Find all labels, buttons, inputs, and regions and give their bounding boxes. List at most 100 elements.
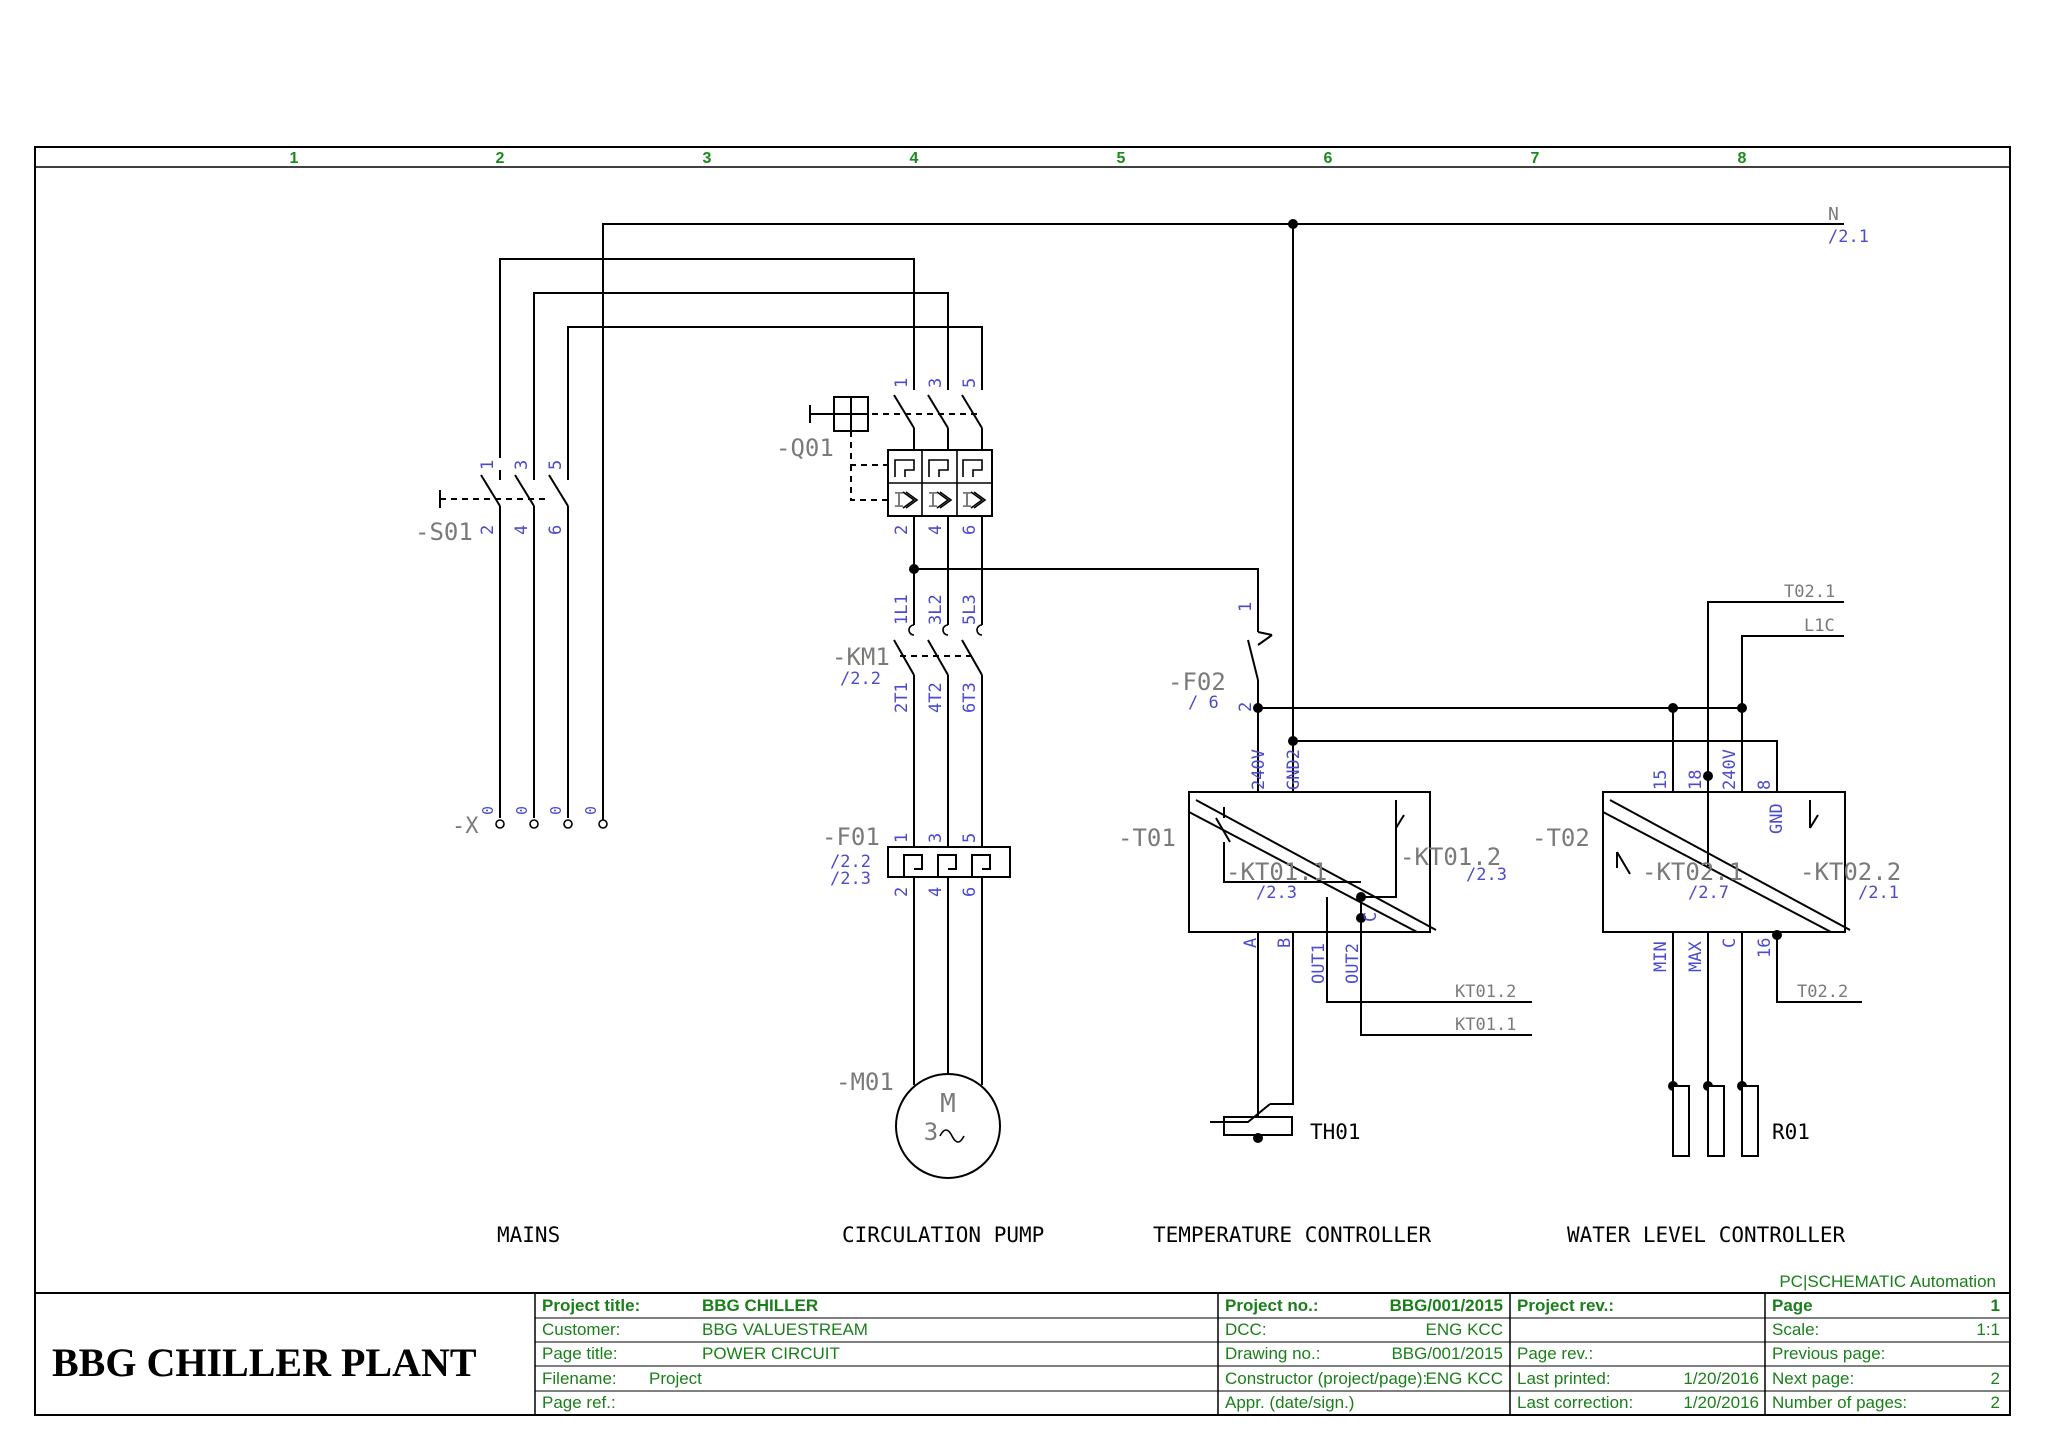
t02-term-16: 16	[1755, 938, 1775, 958]
n-reference: N /2.1	[1828, 204, 1869, 247]
mains-wiring	[439, 223, 1844, 829]
column-6: 6	[1324, 150, 1333, 167]
project-rev-label: Project rev.:	[1517, 1296, 1614, 1315]
km1-term-6t3: 6T3	[960, 682, 980, 713]
column-8: 8	[1738, 150, 1747, 167]
km1-label: -KM1	[832, 643, 890, 671]
appr-label: Appr. (date/sign.)	[1225, 1393, 1354, 1412]
n-ref-page: /2.1	[1828, 227, 1869, 247]
page-title-label: Page title:	[542, 1344, 618, 1363]
project-title-label: Project title:	[542, 1296, 640, 1315]
x-term-3: 0	[547, 806, 565, 815]
s01-term-4: 4	[512, 525, 532, 535]
r01-label: R01	[1772, 1120, 1810, 1144]
x-term-1: 0	[479, 806, 497, 815]
t01-temp-controller: -T01 -KT01.1 /2.3 -KT01.2 /2.3 C 240V GN…	[1118, 749, 1532, 1144]
q01-term-4: 4	[926, 525, 946, 535]
t02-term-240v: 240V	[1720, 749, 1740, 790]
s01-term-6: 6	[546, 525, 566, 535]
column-2: 2	[496, 150, 505, 167]
caption-pump: CIRCULATION PUMP	[842, 1223, 1044, 1247]
column-4: 4	[910, 150, 919, 167]
q01-breaker: I I I -Q01 1 3 5 2 4 6	[776, 376, 993, 535]
f01-ref-1: /2.2	[830, 852, 871, 872]
t01-term-out2: OUT2	[1343, 943, 1363, 984]
q01-term-1: 1	[892, 378, 912, 388]
page-label: Page	[1772, 1296, 1813, 1315]
next-page-label: Next page:	[1772, 1369, 1854, 1388]
t02-gnd: GND	[1767, 803, 1787, 834]
page-rev-label: Page rev.:	[1517, 1344, 1593, 1363]
t01-term-240v: 240V	[1249, 749, 1269, 790]
km1-term-4t2: 4T2	[926, 682, 946, 713]
q01-term-3: 3	[926, 378, 946, 388]
kt012-output-ref: KT01.2	[1455, 982, 1516, 1002]
page-ref-label: Page ref.:	[542, 1393, 616, 1412]
drawing-no-value: BBG/001/2015	[1391, 1344, 1503, 1363]
kt011-label: -KT01.1	[1226, 858, 1327, 886]
caption-temp: TEMPERATURE CONTROLLER	[1153, 1223, 1432, 1247]
s01-term-3: 3	[512, 460, 532, 470]
f01-term-5: 5	[960, 833, 980, 843]
s01-term-1: 1	[478, 460, 498, 470]
f02-ref: / 6	[1188, 693, 1219, 713]
control-feed-wiring: -F02 / 6 1 2	[909, 219, 1778, 792]
f02-term-1: 1	[1236, 602, 1256, 612]
km1-term-5l3: 5L3	[960, 594, 980, 625]
caption-water: WATER LEVEL CONTROLLER	[1567, 1223, 1846, 1247]
page-title-value: POWER CIRCUIT	[702, 1344, 840, 1363]
x-term-2: 0	[513, 806, 531, 815]
t01-term-gnd2: GND2	[1284, 749, 1304, 790]
f01-ref-2: /2.3	[830, 869, 871, 889]
km1-term-3l2: 3L2	[926, 594, 946, 625]
dcc-value: ENG KCC	[1426, 1320, 1503, 1339]
next-page-value: 2	[1991, 1369, 2000, 1388]
t02-term-15: 15	[1651, 770, 1671, 790]
column-ruler: 1 2 3 4 5 6 7 8	[290, 150, 1747, 167]
number-of-pages-value: 2	[1991, 1393, 2000, 1412]
q01-term-2: 2	[892, 525, 912, 535]
f02-label: -F02	[1168, 668, 1226, 696]
customer-label: Customer:	[542, 1320, 620, 1339]
svg-text:I: I	[961, 488, 973, 512]
scale-value: 1:1	[1976, 1320, 2000, 1339]
kt012-ref: /2.3	[1466, 865, 1507, 885]
motor-m-text: M	[940, 1089, 956, 1119]
f02-term-2: 2	[1236, 702, 1256, 712]
th01-label: TH01	[1310, 1120, 1361, 1144]
last-printed-value: 1/20/2016	[1683, 1369, 1759, 1388]
s01-term-2: 2	[478, 525, 498, 535]
t01-term-a: A	[1241, 938, 1261, 948]
drawing-frame	[34, 146, 2011, 1416]
t01-term-b: B	[1275, 938, 1295, 948]
t02-term-max: MAX	[1686, 941, 1706, 972]
f01-overload: -F01 /2.2 /2.3 1 3 5 2 4 6	[822, 675, 1011, 1095]
x-label: -X	[452, 814, 479, 839]
km1-term-2t1: 2T1	[892, 682, 912, 713]
kt012-label: -KT01.2	[1400, 843, 1501, 871]
kt011-ref: /2.3	[1256, 883, 1297, 903]
km1-contactor: -KM1 /2.2 1L1 3L2 5L3 2T1 4T2 6T3	[832, 516, 983, 713]
page-value: 1	[1991, 1296, 2000, 1315]
km1-ref: /2.2	[840, 669, 881, 689]
t02-term-8: 8	[1755, 780, 1775, 790]
s01-switch-labels: -S01 1 3 5 2 4 6 -X 0 0 0 0	[415, 460, 600, 839]
x-term-4: 0	[582, 806, 600, 815]
filename-value: Project	[649, 1369, 702, 1388]
t022-ref: T02.2	[1797, 982, 1848, 1002]
q01-term-6: 6	[960, 525, 980, 535]
svg-text:I: I	[893, 488, 905, 512]
section-captions: MAINS CIRCULATION PUMP TEMPERATURE CONTR…	[497, 1223, 1846, 1247]
last-correction-label: Last correction:	[1517, 1393, 1633, 1412]
column-3: 3	[703, 150, 712, 167]
caption-mains: MAINS	[497, 1223, 560, 1247]
plant-title: BBG CHILLER PLANT	[52, 1340, 477, 1385]
f01-term-3: 3	[926, 833, 946, 843]
f01-term-1: 1	[892, 833, 912, 843]
constructor-value: ENG KCC	[1426, 1369, 1503, 1388]
scale-label: Scale:	[1772, 1320, 1819, 1339]
project-title-value: BBG CHILLER	[702, 1296, 818, 1315]
q01-term-5: 5	[960, 378, 980, 388]
kt022-label: -KT02.2	[1800, 858, 1901, 886]
